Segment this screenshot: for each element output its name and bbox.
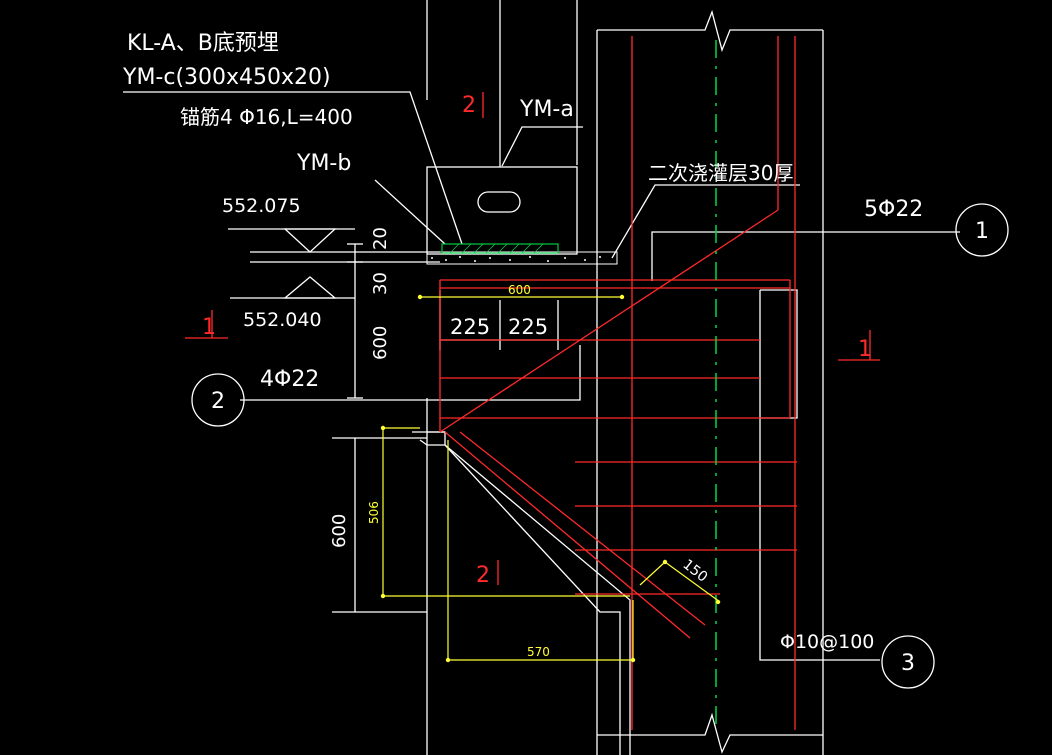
yellow-dim-ticks bbox=[380, 294, 721, 663]
dim-600-lower: 600 bbox=[329, 514, 350, 548]
rebar-5phi22-label: 5Φ22 bbox=[864, 197, 923, 222]
kl-embed-plate-size: YM-c(300x450x20) bbox=[122, 65, 331, 90]
dim-20: 20 bbox=[370, 227, 391, 250]
ym-a-label: YM-a bbox=[519, 97, 574, 122]
dim-600-upper: 600 bbox=[370, 326, 391, 360]
grout-layer bbox=[426, 243, 618, 265]
yellow-dimensions bbox=[382, 296, 721, 662]
elevation-bottom: 552.040 bbox=[243, 309, 322, 331]
callout-3-circle bbox=[881, 635, 935, 689]
elevation-top: 552.075 bbox=[222, 195, 301, 217]
dim-570: 570 bbox=[527, 645, 550, 659]
section-1-right: 1 bbox=[858, 337, 872, 362]
dim-600-top: 600 bbox=[508, 283, 531, 297]
grout-label: 二次浇灌层30厚 bbox=[648, 161, 793, 185]
callout-1-number: 1 bbox=[975, 219, 989, 244]
section-2-top: 2 bbox=[462, 93, 476, 118]
section-2-bottom: 2 bbox=[476, 563, 490, 588]
callout-3-number: 3 bbox=[901, 651, 915, 676]
dim-506: 506 bbox=[367, 501, 381, 524]
section-1-left: 1 bbox=[202, 315, 216, 340]
rebar-lines bbox=[185, 36, 880, 730]
callout-2-number: 2 bbox=[211, 389, 225, 414]
dim-225-right: 225 bbox=[508, 315, 548, 339]
kl-embed-title: KL-A、B底预埋 bbox=[127, 31, 279, 56]
dim-225-left: 225 bbox=[450, 315, 490, 339]
rebar-4phi22-label: 4Φ22 bbox=[260, 367, 319, 392]
stirrup-label: Φ10@100 bbox=[780, 631, 874, 653]
structure-outlines bbox=[123, 0, 960, 755]
callout-circles bbox=[191, 203, 1009, 689]
callout-2-circle bbox=[191, 373, 245, 427]
dim-150: 150 bbox=[680, 557, 711, 586]
dim-30: 30 bbox=[370, 272, 391, 295]
callout-1-circle bbox=[955, 203, 1009, 257]
ym-b-label: YM-b bbox=[296, 151, 351, 176]
kl-embed-anchor: 锚筋4 Φ16,L=400 bbox=[180, 105, 353, 129]
